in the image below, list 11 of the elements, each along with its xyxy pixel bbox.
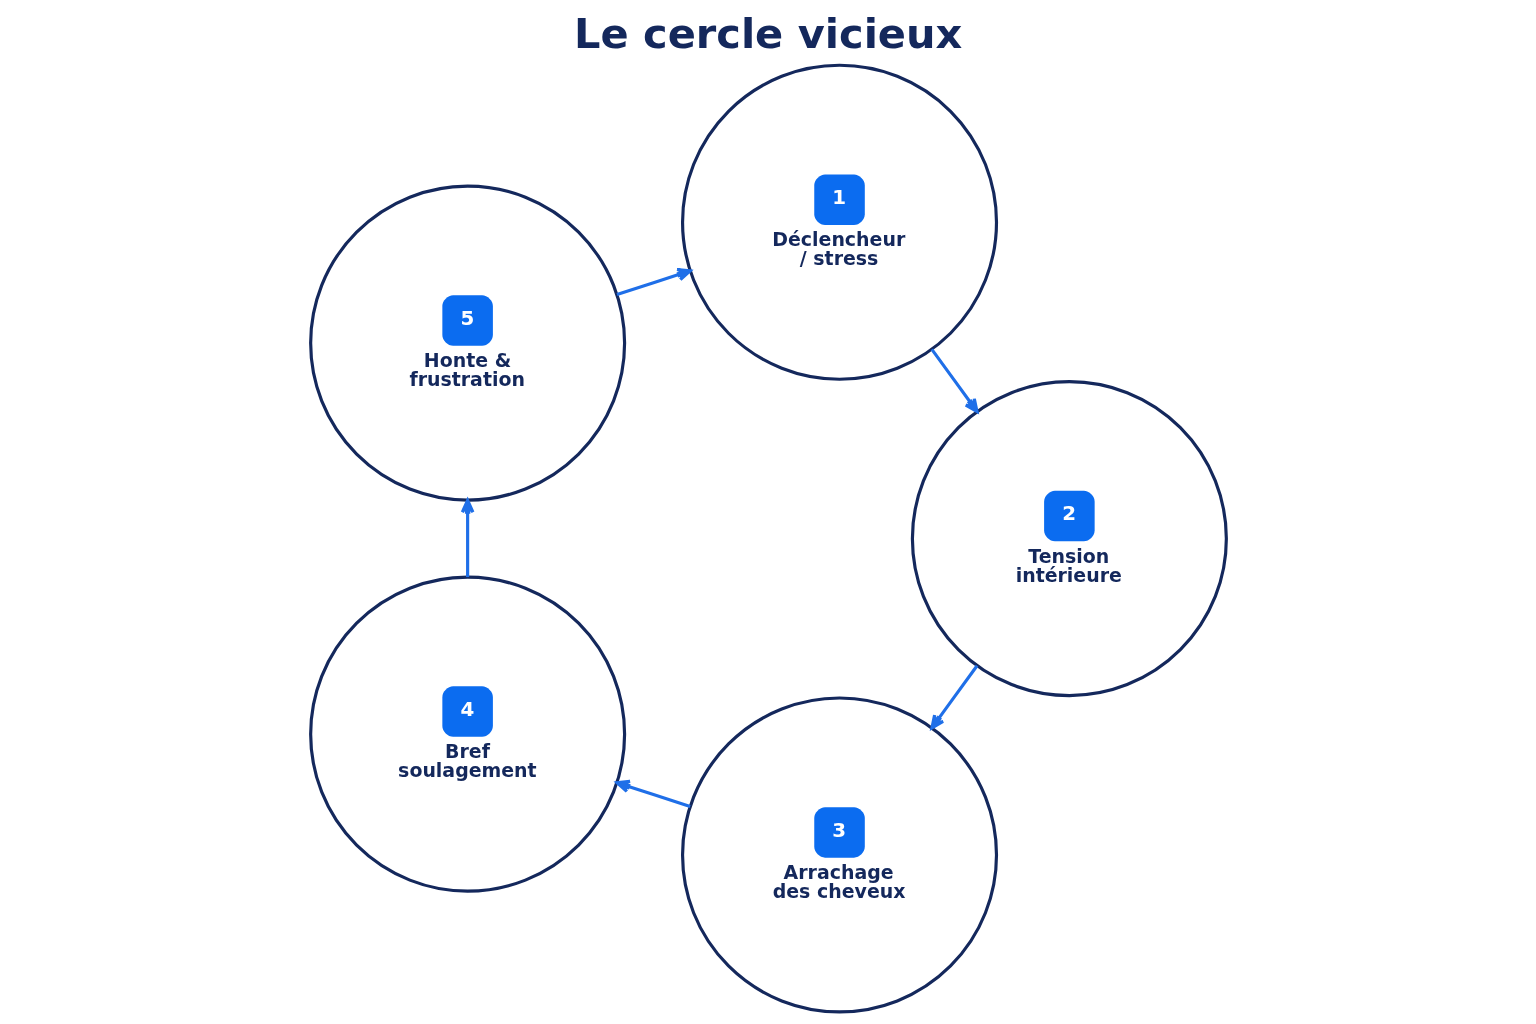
- arrow: [460, 498, 474, 578]
- arrow: [616, 267, 692, 297]
- node-circle: 1 Déclencheur / stress: [680, 63, 998, 381]
- node-circle: 4 Bref soulagement: [308, 575, 626, 893]
- arrow: [615, 779, 691, 808]
- node-circle: 5 Honte & frustration: [308, 184, 626, 502]
- diagram-title: Le cercle vicieux: [573, 8, 962, 58]
- node-circle: 3 Arrachage des cheveux: [680, 696, 998, 1014]
- arrow: [930, 348, 979, 413]
- arrow: [929, 664, 978, 730]
- node-circle: 2 Tension intérieure: [910, 380, 1228, 698]
